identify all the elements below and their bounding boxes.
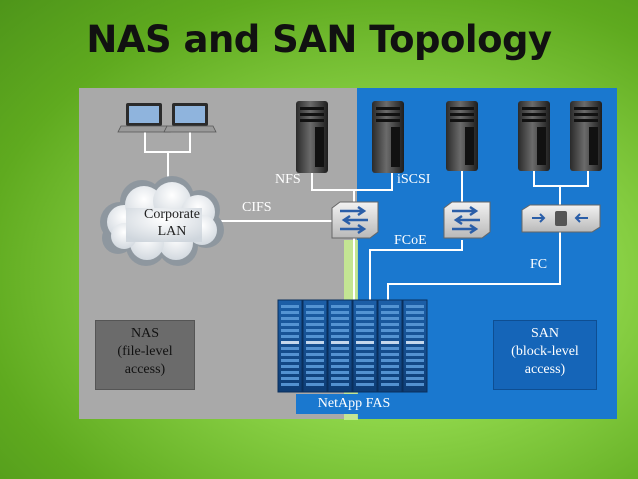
iscsi-label: iSCSI (397, 172, 431, 187)
san-access-box: SAN (block-level access) (493, 320, 597, 390)
cifs-label: CIFS (242, 200, 272, 215)
storage-rack-icon (277, 299, 303, 393)
nas-access-box: NAS (file-level access) (95, 320, 195, 390)
fcoe-label: FCoE (394, 233, 427, 248)
netapp-storage-array (277, 299, 428, 393)
ethernet-switch-icon (331, 201, 379, 239)
server-icon (372, 101, 404, 173)
server-icon (518, 101, 550, 171)
page-title: NAS and SAN Topology (86, 18, 552, 61)
laptop-icon (163, 103, 217, 133)
server-icon (296, 101, 328, 173)
cloud-icon (100, 176, 224, 266)
storage-rack-icon (377, 299, 403, 393)
corporate-lan-label: Corporate LAN (144, 207, 200, 239)
storage-rack-icon (352, 299, 378, 393)
storage-rack-icon (402, 299, 428, 393)
server-icon (570, 101, 602, 171)
fc-label: FC (530, 257, 548, 272)
fc-switch-icon (521, 204, 601, 233)
laptop-icon (117, 103, 171, 133)
nfs-label: NFS (275, 172, 301, 187)
fcoe-switch-icon (443, 201, 491, 239)
netapp-fas-label: NetApp FAS (296, 394, 412, 414)
storage-rack-icon (327, 299, 353, 393)
storage-rack-icon (302, 299, 328, 393)
server-icon (446, 101, 478, 171)
